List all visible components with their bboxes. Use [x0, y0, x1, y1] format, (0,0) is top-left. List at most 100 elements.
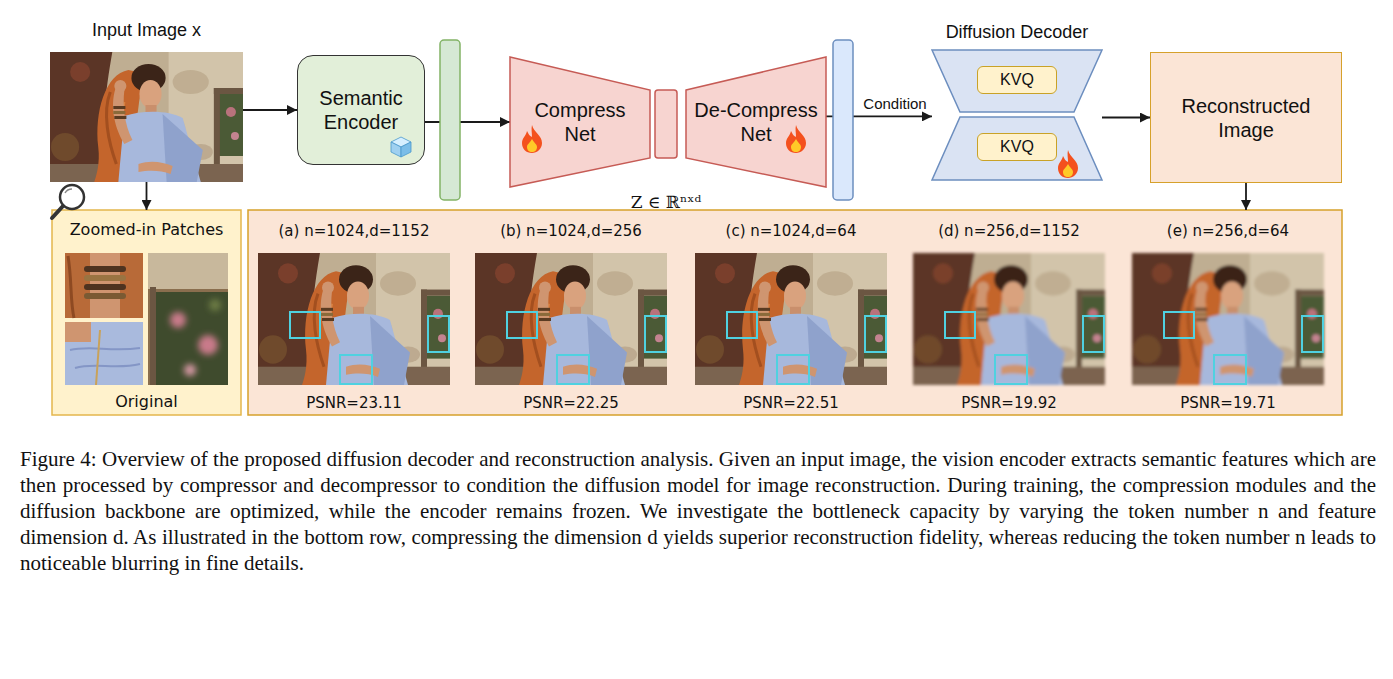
edge-label: Condition [863, 95, 926, 112]
reconstruction-sample: (a) n=1024,d=1152PSNR=23.11 [258, 222, 450, 412]
illustration-part [557, 355, 589, 384]
reconstructed-image-box: Reconstructed Image [1150, 52, 1342, 183]
semantic-encoder-box: Semantic Encoder [297, 55, 425, 165]
shape-outline [932, 50, 1102, 112]
illustration-part [865, 316, 886, 352]
latent-block [655, 90, 677, 158]
illustration-part [507, 312, 537, 338]
illustration-part [75, 364, 140, 368]
flow-arrow [243, 109, 297, 111]
illustration-part [148, 253, 228, 385]
illustration-part [1302, 316, 1323, 352]
illustration-part [475, 253, 667, 385]
illustration-part [258, 253, 450, 385]
illustration-part [65, 322, 91, 342]
illustration-part [84, 275, 126, 281]
illustration-part [1083, 316, 1104, 352]
reconstruction-sample-image [475, 253, 667, 385]
diffusion-decoder: Diffusion DecoderKVQ KVQ [932, 22, 1102, 182]
illustration-part [340, 355, 372, 384]
flow-arrow [425, 121, 510, 123]
box-label: Compress Net [525, 98, 635, 146]
ice-face [401, 142, 411, 157]
illustration-part [1132, 253, 1324, 385]
flame-outer [522, 125, 542, 153]
flow-arrow [1102, 117, 1150, 119]
illustration-part [198, 335, 218, 355]
reconstruction-sample: (e) n=256,d=64PSNR=19.71 [1132, 222, 1324, 412]
magnifier-icon [52, 185, 84, 218]
image-heading: Input Image x [92, 20, 201, 42]
illustration-part [727, 312, 757, 338]
zoomed-patch [65, 322, 143, 385]
figure-caption: Figure 4: Overview of the proposed diffu… [20, 446, 1376, 576]
block-label: KVQ [1000, 70, 1034, 89]
reconstruction-sample-image [695, 253, 887, 385]
illustration-part [148, 253, 228, 289]
box-label: De-Compress Net [694, 98, 818, 146]
illustration-part [150, 287, 156, 385]
reconstruction-sample-image [1132, 253, 1324, 385]
psnr-score: PSNR=23.11 [306, 394, 402, 412]
illustration-part [65, 253, 143, 318]
box-label: Semantic Encoder [309, 86, 413, 134]
illustration-part [428, 316, 449, 352]
decoder-heading: Diffusion Decoder [946, 22, 1089, 44]
illustration-part [84, 266, 126, 272]
trainable-icon [1058, 150, 1078, 178]
ice-face [391, 142, 401, 157]
box-label: Reconstructed Image [1166, 94, 1326, 142]
illustration-part [170, 299, 221, 376]
illustration-part [70, 348, 140, 350]
patches-panel-fill [52, 210, 241, 415]
illustration-part [1164, 312, 1194, 338]
reconstruction-sample: (c) n=1024,d=64PSNR=22.51 [695, 222, 887, 412]
zoomed-patches-panel: Zoomed-in PatchesOriginal [52, 210, 241, 415]
reconstruction-sample: (b) n=1024,d=256PSNR=22.25 [475, 222, 667, 412]
kvq-block: KVQ [977, 133, 1057, 161]
illustration-part [1214, 355, 1246, 384]
panel-footer: Original [115, 392, 178, 411]
shape-outline [686, 57, 826, 187]
flame-inner [791, 139, 801, 152]
illustration-part [913, 253, 1105, 385]
illustration-part [68, 256, 74, 318]
compress-net: Compress Net [510, 57, 650, 187]
zoomed-patch [148, 253, 228, 385]
sample-setting: (b) n=1024,d=256 [500, 222, 642, 240]
flow-arrow [146, 182, 148, 210]
reconstruction-sample-image [913, 253, 1105, 385]
illustration-part [156, 292, 228, 385]
flow-arrow [1245, 183, 1247, 210]
illustration-part [695, 253, 887, 385]
illustration-part [170, 312, 186, 328]
input-image: Input Image x [50, 20, 243, 182]
reconstruction-sample-image [258, 253, 450, 385]
trainable-icon [786, 125, 806, 153]
illustration-part [184, 364, 196, 376]
illustration-part [52, 206, 63, 218]
illustration-part [777, 355, 809, 384]
flame-outer [786, 125, 806, 153]
reconstruction-sample: (d) n=256,d=1152PSNR=19.92 [913, 222, 1105, 412]
illustration-part [96, 330, 100, 385]
sample-setting: (c) n=1024,d=64 [726, 222, 857, 240]
illustration-part [209, 299, 221, 311]
decompress-net-shape [686, 57, 826, 187]
shape-outline [932, 117, 1102, 180]
sample-setting: (d) n=256,d=1152 [938, 222, 1080, 240]
psnr-score: PSNR=22.25 [523, 394, 619, 412]
illustration-part [65, 189, 72, 193]
illustration-part [290, 312, 320, 338]
psnr-score: PSNR=19.71 [1180, 394, 1276, 412]
flame-outer [1058, 150, 1078, 178]
flame-inner [1063, 164, 1073, 177]
frozen-icon [391, 137, 411, 157]
compress-net-shape [510, 57, 650, 187]
latent-symbol: Z ∈ ℝⁿˣᵈ [631, 192, 702, 212]
zoomed-patch [65, 253, 143, 318]
input-photo [50, 52, 243, 182]
sample-setting: (e) n=256,d=64 [1167, 222, 1289, 240]
block-label: KVQ [1000, 137, 1034, 156]
